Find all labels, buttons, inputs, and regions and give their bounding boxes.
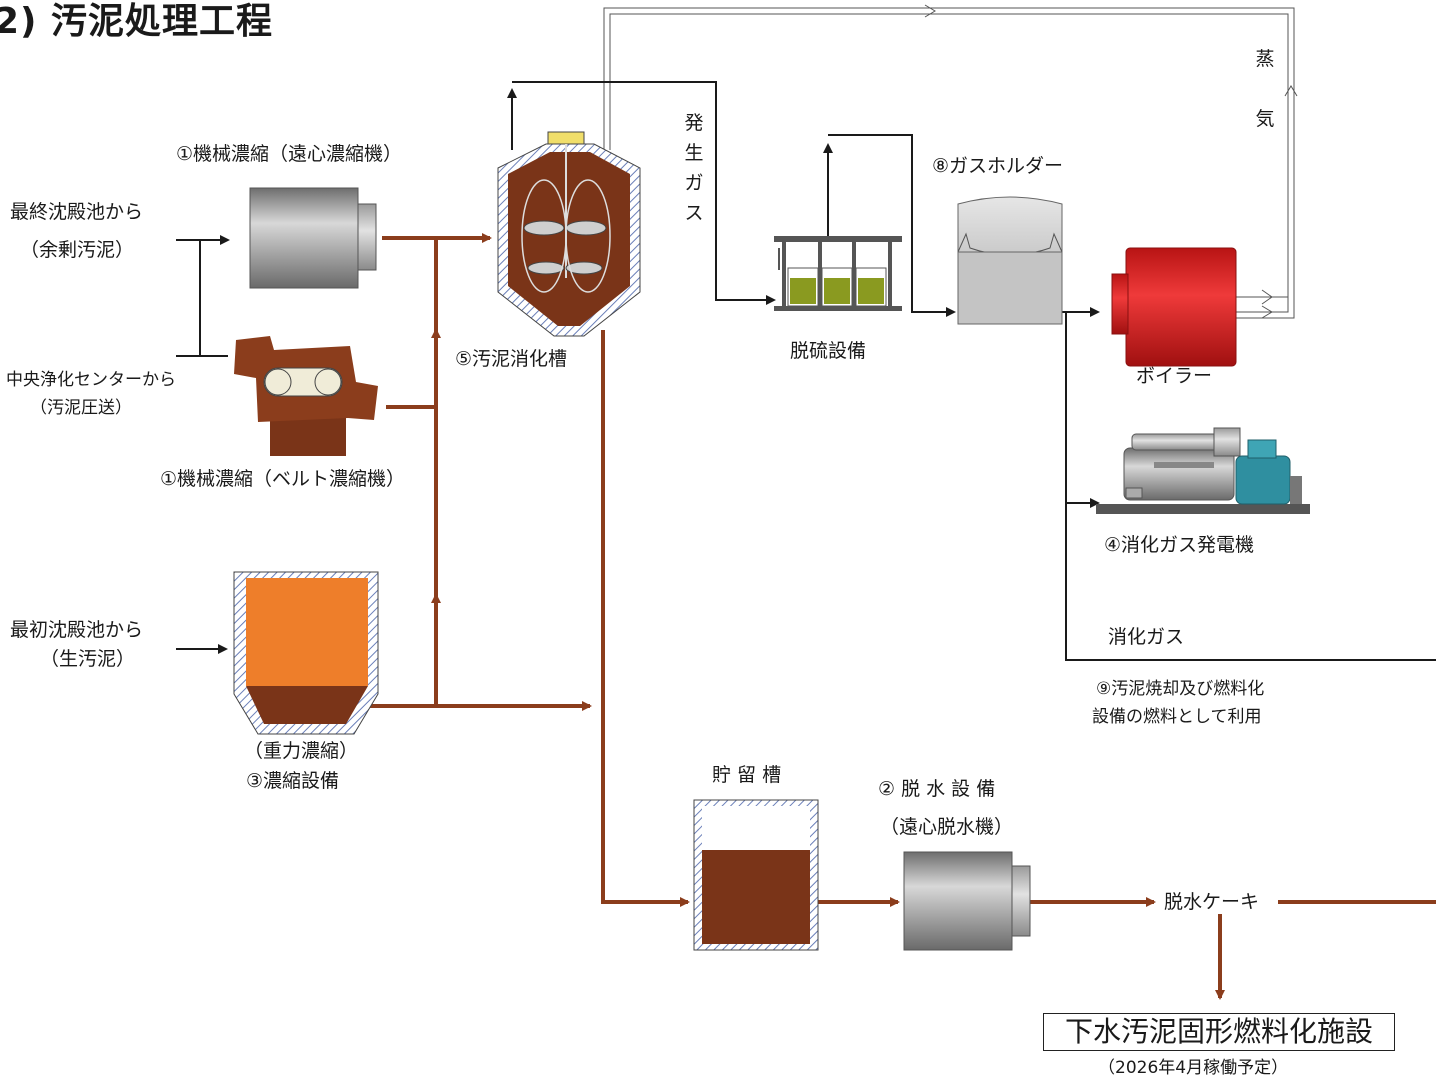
label-digestion-gas: 消化ガス <box>1108 626 1185 648</box>
storage-tank <box>693 799 819 951</box>
label-steam: 蒸 気 <box>1255 48 1275 130</box>
centrifuge-dewatering <box>903 851 1031 951</box>
gas-holder <box>957 196 1063 325</box>
desulfurization-unit <box>774 236 902 311</box>
label-sludge-pumped: （汚泥圧送） <box>30 398 132 418</box>
fuel-facility-box: 下水汚泥固形燃料化施設 <box>1043 1013 1395 1051</box>
label-mech-thick-belt: ①機械濃縮（ベルト濃縮機） <box>160 468 406 490</box>
label-dewatered-cake: 脱水ケーキ <box>1162 891 1262 913</box>
label-incineration-line1: ⑨汚泥焼却及び燃料化 <box>1096 679 1265 699</box>
label-generator: ④消化ガス発電機 <box>1104 534 1255 556</box>
label-incineration-line2: 設備の燃料として利用 <box>1092 707 1262 727</box>
label-generated-gas: 発 生 ガ ス <box>684 112 704 224</box>
label-final-sed-from: 最終沈殿池から <box>10 201 144 223</box>
sludge-digester <box>497 131 641 337</box>
boiler <box>1111 247 1237 367</box>
gas-generator <box>1096 427 1310 514</box>
label-central-from: 中央浄化センターから <box>6 370 176 390</box>
label-raw-sludge: （生汚泥） <box>40 648 136 670</box>
gas-lines <box>176 81 1436 661</box>
label-fuel-facility-note: （2026年4月稼働予定） <box>1098 1058 1289 1078</box>
label-boiler: ボイラー <box>1136 365 1213 387</box>
label-desulfurization: 脱硫設備 <box>790 340 867 362</box>
label-thickening-equipment: ③濃縮設備 <box>246 770 340 792</box>
label-storage-tank: 貯 留 槽 <box>712 764 782 786</box>
sludge-lines <box>370 233 1436 1000</box>
label-first-sed-from: 最初沈殿池から <box>10 619 144 641</box>
label-excess-sludge: （余剰汚泥） <box>20 239 135 261</box>
belt-thickener <box>234 336 378 456</box>
centrifuge-thickener <box>249 187 377 289</box>
label-dewatering-sub: （遠心脱水機） <box>880 816 1014 838</box>
label-dewatering: ② 脱 水 設 備 <box>878 778 996 800</box>
label-gas-holder: ⑧ガスホルダー <box>932 155 1064 177</box>
gravity-thickener <box>233 571 379 735</box>
label-mech-thick-centrifuge: ①機械濃縮（遠心濃縮機） <box>176 143 403 165</box>
label-digester: ⑤汚泥消化槽 <box>455 348 568 370</box>
page-title: 2) 汚泥処理工程 <box>0 1 274 42</box>
label-gravity-thick: （重力濃縮） <box>244 740 359 762</box>
